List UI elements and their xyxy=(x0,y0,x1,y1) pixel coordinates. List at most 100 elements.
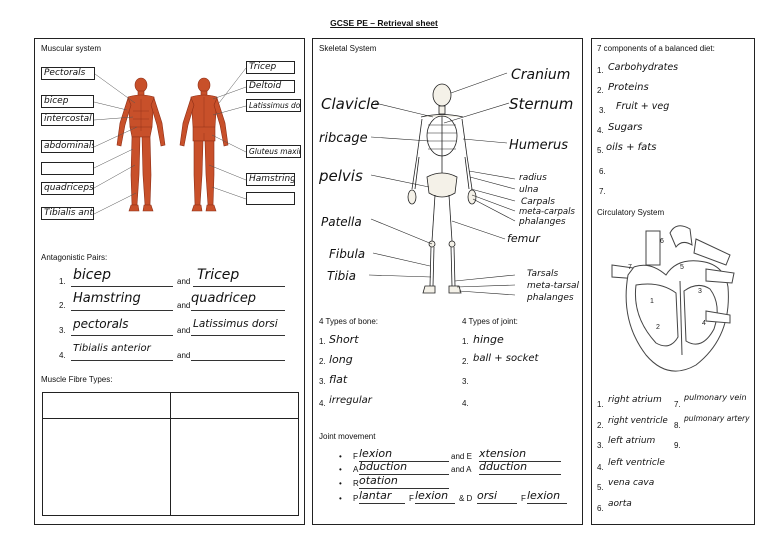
diet-number: 5. xyxy=(597,146,604,155)
bone-label-phalanges-hand[interactable]: phalanges xyxy=(519,217,566,227)
bone-type-value[interactable]: irregular xyxy=(329,395,372,406)
muscle-label-tricep[interactable]: Tricep xyxy=(246,61,295,74)
movement-answer[interactable]: otation xyxy=(359,474,398,487)
movement-answer[interactable]: lexion xyxy=(527,489,561,502)
bone-label-cranium[interactable]: Cranium xyxy=(511,67,571,83)
circ-value[interactable]: vena cava xyxy=(608,478,655,488)
bone-label-femur[interactable]: femur xyxy=(507,232,540,245)
circ-value[interactable]: left ventricle xyxy=(608,458,665,468)
muscle-label-intercostal[interactable]: intercostal xyxy=(41,113,94,126)
circ-value[interactable]: pulmonary vein xyxy=(684,393,747,402)
movement-mid: F xyxy=(409,494,414,503)
bone-label-ulna[interactable]: ulna xyxy=(519,185,539,195)
movement-prefix: A xyxy=(353,465,359,474)
bone-label-patella[interactable]: Patella xyxy=(321,215,362,229)
bone-label-metacarpals[interactable]: meta-carpals xyxy=(519,207,575,217)
circ-value[interactable]: left atrium xyxy=(608,436,656,446)
diet-number: 3. xyxy=(599,106,606,115)
muscle-label-hamstring[interactable]: Hamstring xyxy=(246,173,295,186)
pair-muscle-a[interactable]: Hamstring xyxy=(73,291,141,306)
pair-line-a xyxy=(71,335,173,336)
muscle-label-abdominals[interactable]: abdominals xyxy=(41,140,94,153)
movement-line xyxy=(415,503,455,504)
muscle-label-bicep[interactable]: bicep xyxy=(41,95,94,108)
pair-line-b xyxy=(191,310,285,311)
circ-number: 9. xyxy=(674,441,681,450)
muscle-label-deltoid[interactable]: Deltoid xyxy=(246,80,295,93)
diet-value[interactable]: Fruit + veg xyxy=(616,101,670,112)
joint-type-value[interactable]: hinge xyxy=(473,333,504,346)
diet-value[interactable]: oils + fats xyxy=(606,142,657,153)
movement-line xyxy=(359,488,449,489)
bone-type-number: 2. xyxy=(319,357,326,366)
movement-answer[interactable]: lexion xyxy=(359,447,393,460)
muscle-label-latissimus[interactable]: Latissimus dorsi xyxy=(246,99,301,112)
fibre-body-cell[interactable] xyxy=(42,418,171,516)
movement-answer[interactable]: dduction xyxy=(479,460,528,473)
bone-label-phalanges-foot[interactable]: phalanges xyxy=(527,293,574,303)
joint-type-value[interactable]: ball + socket xyxy=(473,353,539,364)
diet-number: 6. xyxy=(599,167,606,176)
pair-muscle-a[interactable]: pectorals xyxy=(73,317,129,331)
bone-label-humerus[interactable]: Humerus xyxy=(509,138,569,153)
bone-label-sternum[interactable]: Sternum xyxy=(509,95,574,113)
bone-label-clavicle[interactable]: Clavicle xyxy=(321,95,380,113)
bone-label-metatarsal[interactable]: meta-tarsal xyxy=(527,281,580,291)
movement-line xyxy=(359,461,449,462)
circ-value[interactable]: right ventricle xyxy=(608,416,668,426)
pair-line-a xyxy=(71,360,173,361)
muscle-label-blank[interactable] xyxy=(41,162,94,175)
bone-label-tibia[interactable]: Tibia xyxy=(327,269,356,283)
movement-line xyxy=(479,474,561,475)
circ-number: 3. xyxy=(597,441,604,450)
bone-label-tarsals[interactable]: Tarsals xyxy=(527,269,559,279)
bone-type-value[interactable]: flat xyxy=(329,373,348,386)
fibre-header-cell[interactable] xyxy=(170,392,299,419)
pair-muscle-b[interactable]: Latissimus dorsi xyxy=(193,318,278,330)
joint-type-number: 1. xyxy=(462,337,469,346)
bone-type-number: 3. xyxy=(319,377,326,386)
bone-label-carpals[interactable]: Carpals xyxy=(521,197,555,207)
diet-value[interactable]: Carbohydrates xyxy=(608,62,679,73)
pair-and: and xyxy=(177,351,191,360)
fibre-header-cell[interactable] xyxy=(42,392,171,419)
muscle-label-blank-right[interactable] xyxy=(246,192,295,205)
pair-line-a xyxy=(71,310,173,311)
diet-value[interactable]: Sugars xyxy=(608,122,643,133)
bone-label-radius[interactable]: radius xyxy=(519,173,547,183)
movement-line xyxy=(527,503,567,504)
movement-answer[interactable]: orsi xyxy=(477,489,498,502)
skeletal-title: Skeletal System xyxy=(319,44,377,53)
movement-answer[interactable]: xtension xyxy=(479,447,527,460)
circ-number: 6. xyxy=(597,504,604,513)
diet-value[interactable]: Proteins xyxy=(608,82,649,93)
joint-type-number: 3. xyxy=(462,377,469,386)
heart-diagram: 1 2 3 4 5 6 7 xyxy=(611,225,735,372)
movement-answer[interactable]: bduction xyxy=(359,460,408,473)
bone-label-pelvis[interactable]: pelvis xyxy=(319,167,363,185)
bone-type-value[interactable]: long xyxy=(329,353,353,366)
muscle-label-pectorals[interactable]: Pectorals xyxy=(41,67,95,80)
fibre-body-cell[interactable] xyxy=(170,418,299,516)
bone-label-fibula[interactable]: Fibula xyxy=(329,247,366,261)
pair-muscle-a[interactable]: bicep xyxy=(73,267,111,283)
bone-label-ribcage[interactable]: ribcage xyxy=(319,131,368,146)
muscle-label-gluteus[interactable]: Gluteus maximus xyxy=(246,145,301,158)
bullet: • xyxy=(339,479,342,488)
bone-type-value[interactable]: Short xyxy=(329,333,359,346)
pair-muscle-b[interactable]: Tricep xyxy=(197,267,240,283)
circ-value[interactable]: aorta xyxy=(608,499,632,509)
pair-muscle-b[interactable]: quadricep xyxy=(191,291,257,306)
movement-mid: F xyxy=(521,494,526,503)
movement-answer[interactable]: lexion xyxy=(415,489,449,502)
pair-line-b xyxy=(193,286,285,287)
pair-and: and xyxy=(177,301,191,310)
circulatory-title: Circulatory System xyxy=(597,208,665,217)
muscle-label-tibialis[interactable]: Tibialis anterior xyxy=(41,207,94,220)
diet-circulatory-panel: 7 components of a balanced diet: 1. Carb… xyxy=(591,38,755,525)
muscle-label-quadriceps[interactable]: quadriceps xyxy=(41,182,94,195)
circ-value[interactable]: right atrium xyxy=(608,395,662,405)
pair-muscle-a[interactable]: Tibialis anterior xyxy=(73,343,151,354)
circ-value[interactable]: pulmonary artery xyxy=(684,414,750,423)
movement-answer[interactable]: lantar xyxy=(359,489,392,502)
